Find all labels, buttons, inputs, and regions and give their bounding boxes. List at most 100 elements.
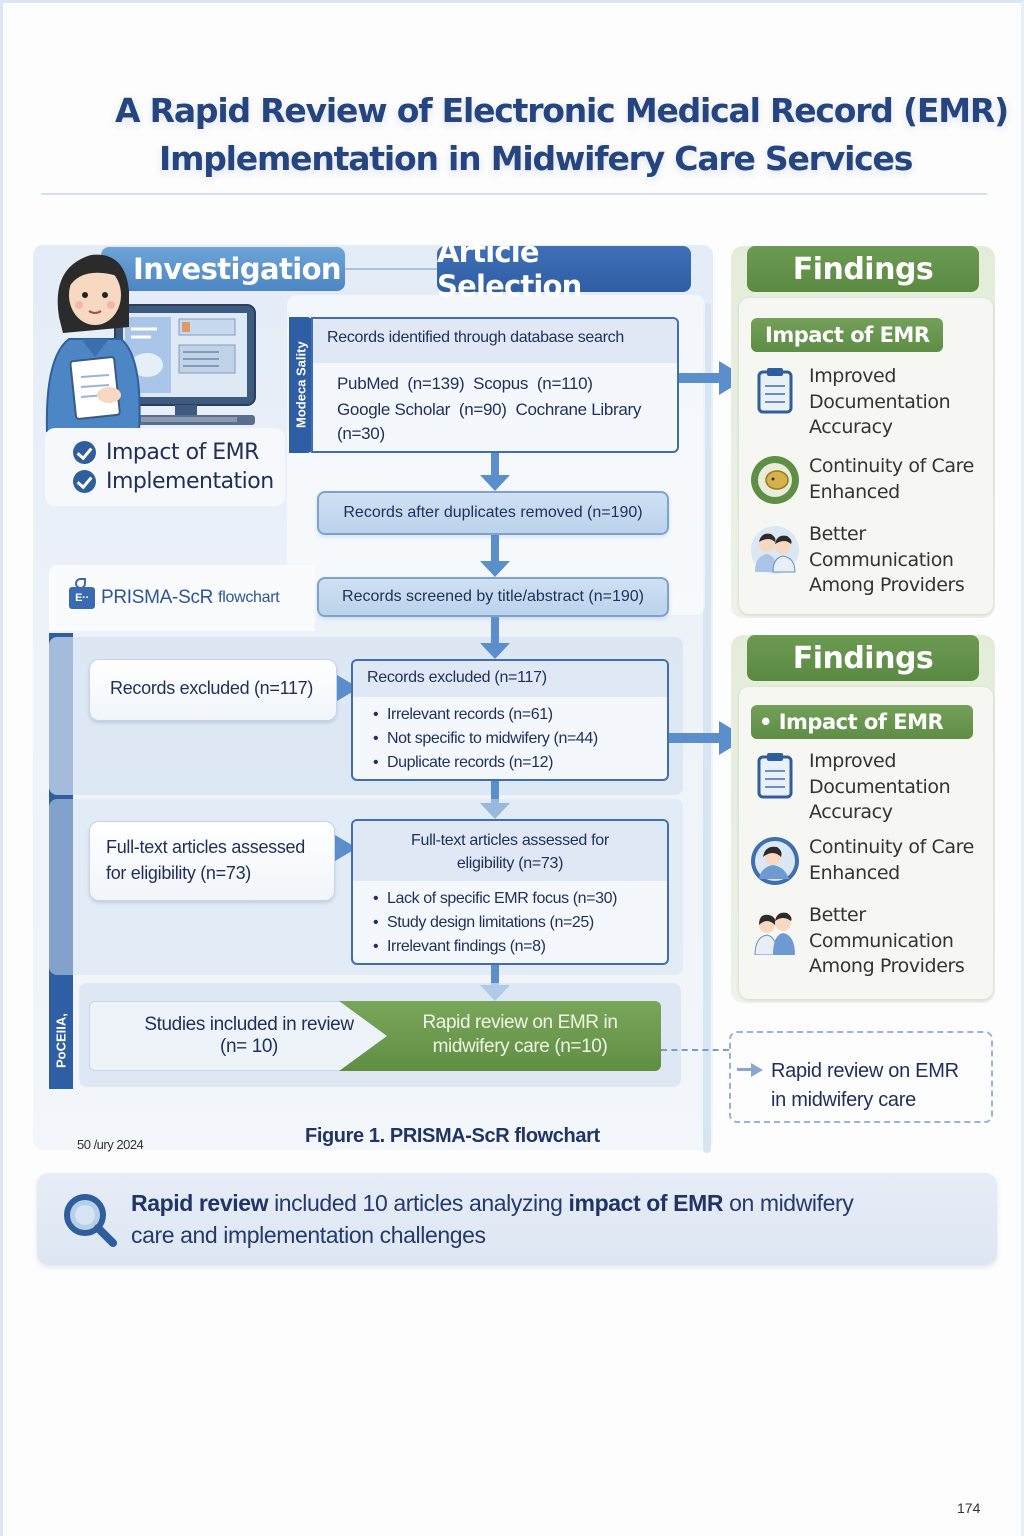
findings-body: Impact of EMR Improved Documentation Acc… bbox=[739, 298, 993, 614]
check-circle-icon bbox=[73, 470, 96, 493]
finding-line: Communication bbox=[809, 548, 954, 571]
finding-line: Accuracy bbox=[809, 801, 893, 823]
impact-tag: • Impact of EMR bbox=[751, 705, 973, 739]
nurse-icon bbox=[45, 254, 141, 432]
flow-arrow-down bbox=[480, 617, 510, 659]
fulltext-summary: Full-text articles assessed for eligibil… bbox=[89, 821, 335, 901]
records-identified-box: Records identified through database sear… bbox=[311, 317, 679, 453]
findings-body: • Impact of EMR Improved Documentation A… bbox=[739, 687, 993, 999]
figure-caption: Figure 1. PRISMA-ScR flowchart bbox=[305, 1125, 600, 1147]
rapid-review-line: midwifery care (n=10) bbox=[432, 1036, 608, 1057]
check-label: Impact of EMR bbox=[106, 440, 259, 465]
exclusion-reason: Lack of specific EMR focus (n=30) bbox=[373, 887, 667, 911]
prisma-label-text: PRISMA-ScR bbox=[101, 587, 214, 608]
check-item: Implementation bbox=[73, 467, 285, 496]
arrow-right-icon bbox=[737, 1063, 763, 1077]
finding-line: Documentation bbox=[809, 775, 951, 798]
summary-banner: Rapid review included 10 articles analyz… bbox=[37, 1173, 997, 1265]
continuity-badge-icon bbox=[751, 456, 799, 504]
source-line: (n=30) bbox=[337, 424, 385, 443]
clipboard-icon bbox=[757, 753, 793, 799]
computer-icon bbox=[114, 304, 256, 425]
finding-text: Continuity of Care Enhanced bbox=[809, 454, 974, 505]
finding-text: Continuity of Care Enhanced bbox=[809, 835, 974, 886]
finding-line: Among Providers bbox=[809, 574, 965, 596]
finding-line: Accuracy bbox=[809, 416, 893, 438]
finding-text: Better Communication Among Providers bbox=[809, 522, 965, 599]
page-title: A Rapid Review of Electronic Medical Rec… bbox=[63, 87, 1023, 183]
fulltext-box: Full-text articles assessed for eligibil… bbox=[351, 819, 669, 965]
page-number: 174 bbox=[957, 1500, 981, 1516]
findings-card: Findings • Impact of EMR Improved Docume… bbox=[731, 635, 995, 1003]
finding-line: Enhanced bbox=[809, 480, 900, 503]
fulltext-header: Full-text articles assessed for eligibil… bbox=[353, 821, 667, 881]
prisma-label-suffix: flowchart bbox=[218, 589, 280, 606]
finding-text: Improved Documentation Accuracy bbox=[809, 749, 951, 826]
finding-line: Better bbox=[809, 904, 866, 926]
clipboard-icon bbox=[757, 368, 793, 414]
exclusion-reason: Irrelevant findings (n=8) bbox=[373, 935, 667, 959]
identification-side-label: Modeca Sality bbox=[289, 317, 313, 453]
title-line-2: Implementation in Midwifery Care Service… bbox=[159, 139, 913, 178]
after-duplicates-box: Records after duplicates removed (n=190) bbox=[317, 491, 669, 535]
screened-box: Records screened by title/abstract (n=19… bbox=[317, 577, 669, 617]
magnifier-icon bbox=[64, 1194, 117, 1247]
investigation-header: Investigation bbox=[101, 247, 345, 291]
records-excluded-header: Records excluded (n=117) bbox=[353, 661, 667, 697]
check-label: Implementation bbox=[106, 469, 274, 494]
findings-header: Findings bbox=[747, 635, 979, 681]
source-line: PubMed (n=139) Scopus (n=110) bbox=[337, 374, 593, 393]
exclusion-reason: Irrelevant records (n=61) bbox=[373, 703, 667, 727]
investigation-checklist: Impact of EMR Implementation bbox=[45, 428, 285, 506]
date-note: 50 /ury 2024 bbox=[77, 1137, 144, 1152]
studies-included-line: Studies included in review bbox=[144, 1014, 354, 1035]
rapid-review-note-line: Rapid review on EMR bbox=[771, 1060, 959, 1082]
impact-tag: Impact of EMR bbox=[751, 318, 944, 352]
title-divider bbox=[41, 193, 987, 195]
providers-icon bbox=[754, 912, 795, 955]
title-line-1: A Rapid Review of Electronic Medical Rec… bbox=[115, 91, 1009, 130]
records-excluded-box: Records excluded (n=117) Irrelevant reco… bbox=[351, 659, 669, 781]
flow-arrow-down bbox=[480, 535, 510, 577]
finding-line: Communication bbox=[809, 929, 954, 952]
finding-item: Better Communication Among Providers bbox=[749, 522, 965, 599]
fulltext-header-line: Full-text articles assessed for bbox=[411, 832, 609, 849]
summary-emphasis: Rapid review bbox=[131, 1190, 269, 1216]
finding-line: Among Providers bbox=[809, 955, 965, 977]
screening-side-text: PoCEIIA, bbox=[53, 1013, 69, 1069]
rapid-review-note: Rapid review on EMR in midwifery care bbox=[729, 1031, 993, 1123]
finding-item: Continuity of Care Enhanced bbox=[749, 454, 974, 506]
finding-line: Better bbox=[809, 523, 866, 545]
finding-item: Better Communication Among Providers bbox=[749, 903, 965, 980]
findings-card: Findings Impact of EMR Improved Document… bbox=[731, 246, 995, 618]
header-connector bbox=[345, 268, 437, 270]
flow-arrow-down bbox=[480, 453, 510, 493]
article-selection-header: Article Selection bbox=[437, 235, 691, 303]
records-identified-header: Records identified through database sear… bbox=[313, 319, 677, 363]
fulltext-summary-line: Full-text articles assessed bbox=[106, 837, 305, 857]
dashed-connector bbox=[661, 1049, 729, 1051]
panel-divider bbox=[703, 303, 711, 1153]
records-excluded-summary: Records excluded (n=117) bbox=[89, 659, 337, 721]
providers-icon bbox=[751, 526, 799, 574]
summary-emphasis: impact of EMR bbox=[568, 1190, 724, 1216]
finding-text: Better Communication Among Providers bbox=[809, 903, 965, 980]
exclusion-reason: Not specific to midwifery (n=44) bbox=[373, 727, 667, 751]
fulltext-header-line: eligibility (n=73) bbox=[456, 855, 564, 872]
summary-fragment: care and implementation challenges bbox=[131, 1222, 486, 1248]
summary-fragment: on midwifery bbox=[723, 1190, 854, 1216]
findings-header: Findings bbox=[747, 246, 979, 292]
included-row: Studies included in review (n= 10) Rapid… bbox=[89, 1001, 661, 1071]
finding-line: Enhanced bbox=[809, 861, 900, 884]
finding-item: Improved Documentation Accuracy bbox=[749, 749, 951, 826]
mother-care-icon bbox=[751, 837, 799, 885]
check-item: Impact of EMR bbox=[73, 438, 285, 467]
summary-fragment: included 10 articles analyzing bbox=[268, 1190, 569, 1216]
finding-item: Continuity of Care Enhanced bbox=[749, 835, 974, 887]
check-circle-icon bbox=[73, 441, 96, 464]
summary-text: Rapid review included 10 articles analyz… bbox=[131, 1187, 971, 1251]
finding-text: Improved Documentation Accuracy bbox=[809, 364, 951, 441]
finding-line: Improved bbox=[809, 750, 896, 772]
exclusion-reason: Duplicate records (n=12) bbox=[373, 751, 667, 775]
prisma-label: E·· PRISMA-ScR flowchart bbox=[69, 578, 280, 609]
